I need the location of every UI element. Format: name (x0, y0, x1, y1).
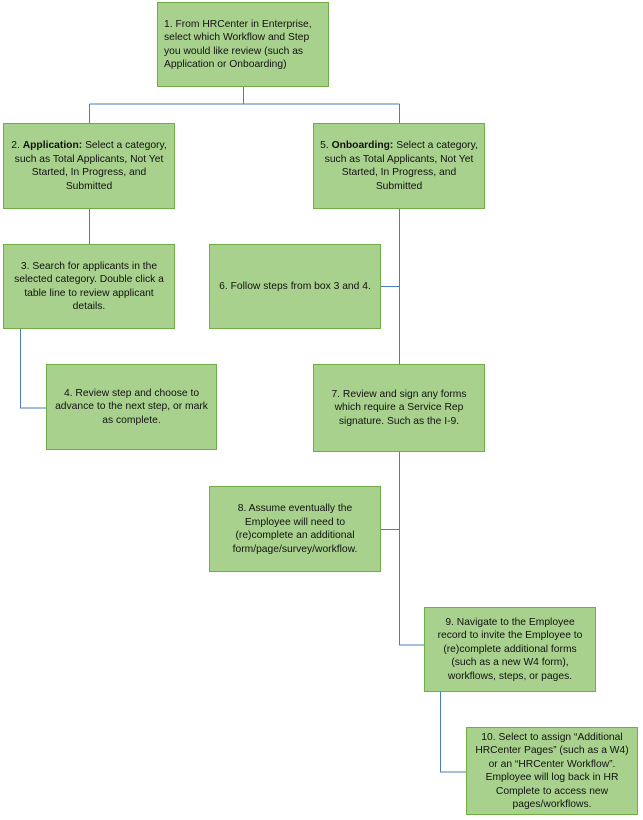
step-10-text: 10. Select to assign “Additional HRCente… (475, 731, 629, 811)
connector-7-9 (399, 452, 424, 646)
step-8-text: 8. Assume eventually the Employee will n… (232, 503, 358, 555)
connector-9-10 (440, 692, 466, 773)
step-2-text: 2. Application: Select a category, such … (10, 139, 168, 193)
step-1-text: 1. From HRCenter in Enterprise, select w… (164, 18, 312, 71)
step-box-10: 10. Select to assign “Additional HRCente… (466, 727, 638, 815)
step-3-text: 3. Search for applicants in the selected… (14, 260, 164, 313)
step-box-7: 7. Review and sign any forms which requi… (313, 364, 485, 452)
step-box-5: 5. Onboarding: Select a category, such a… (313, 123, 485, 209)
step-box-2: 2. Application: Select a category, such … (3, 123, 175, 209)
step-2-bold-label: Application: (22, 140, 83, 151)
step-5-text: 5. Onboarding: Select a category, such a… (320, 139, 478, 193)
step-box-1: 1. From HRCenter in Enterprise, select w… (157, 2, 329, 87)
step-2-prefix: 2. (11, 140, 23, 151)
step-7-text: 7. Review and sign any forms which requi… (331, 388, 467, 427)
step-9-text: 9. Navigate to the Employee record to in… (437, 616, 583, 682)
step-5-prefix: 5. (320, 140, 332, 151)
step-box-3: 3. Search for applicants in the selected… (3, 244, 175, 329)
step-box-6: 6. Follow steps from box 3 and 4. (209, 244, 381, 329)
step-5-bold-label: Onboarding: (331, 140, 394, 151)
step-box-4: 4. Review step and choose to advance to … (46, 364, 217, 450)
step-5-rest: Select a category, such as Total Applica… (324, 140, 478, 192)
connector-1-split (89, 87, 400, 123)
connector-3-4 (20, 329, 46, 409)
step-2-rest: Select a category, such as Total Applica… (14, 140, 167, 192)
step-6-text: 6. Follow steps from box 3 and 4. (219, 280, 371, 292)
step-box-8: 8. Assume eventually the Employee will n… (209, 486, 381, 572)
step-box-9: 9. Navigate to the Employee record to in… (424, 607, 596, 692)
step-4-text: 4. Review step and choose to advance to … (55, 387, 208, 426)
